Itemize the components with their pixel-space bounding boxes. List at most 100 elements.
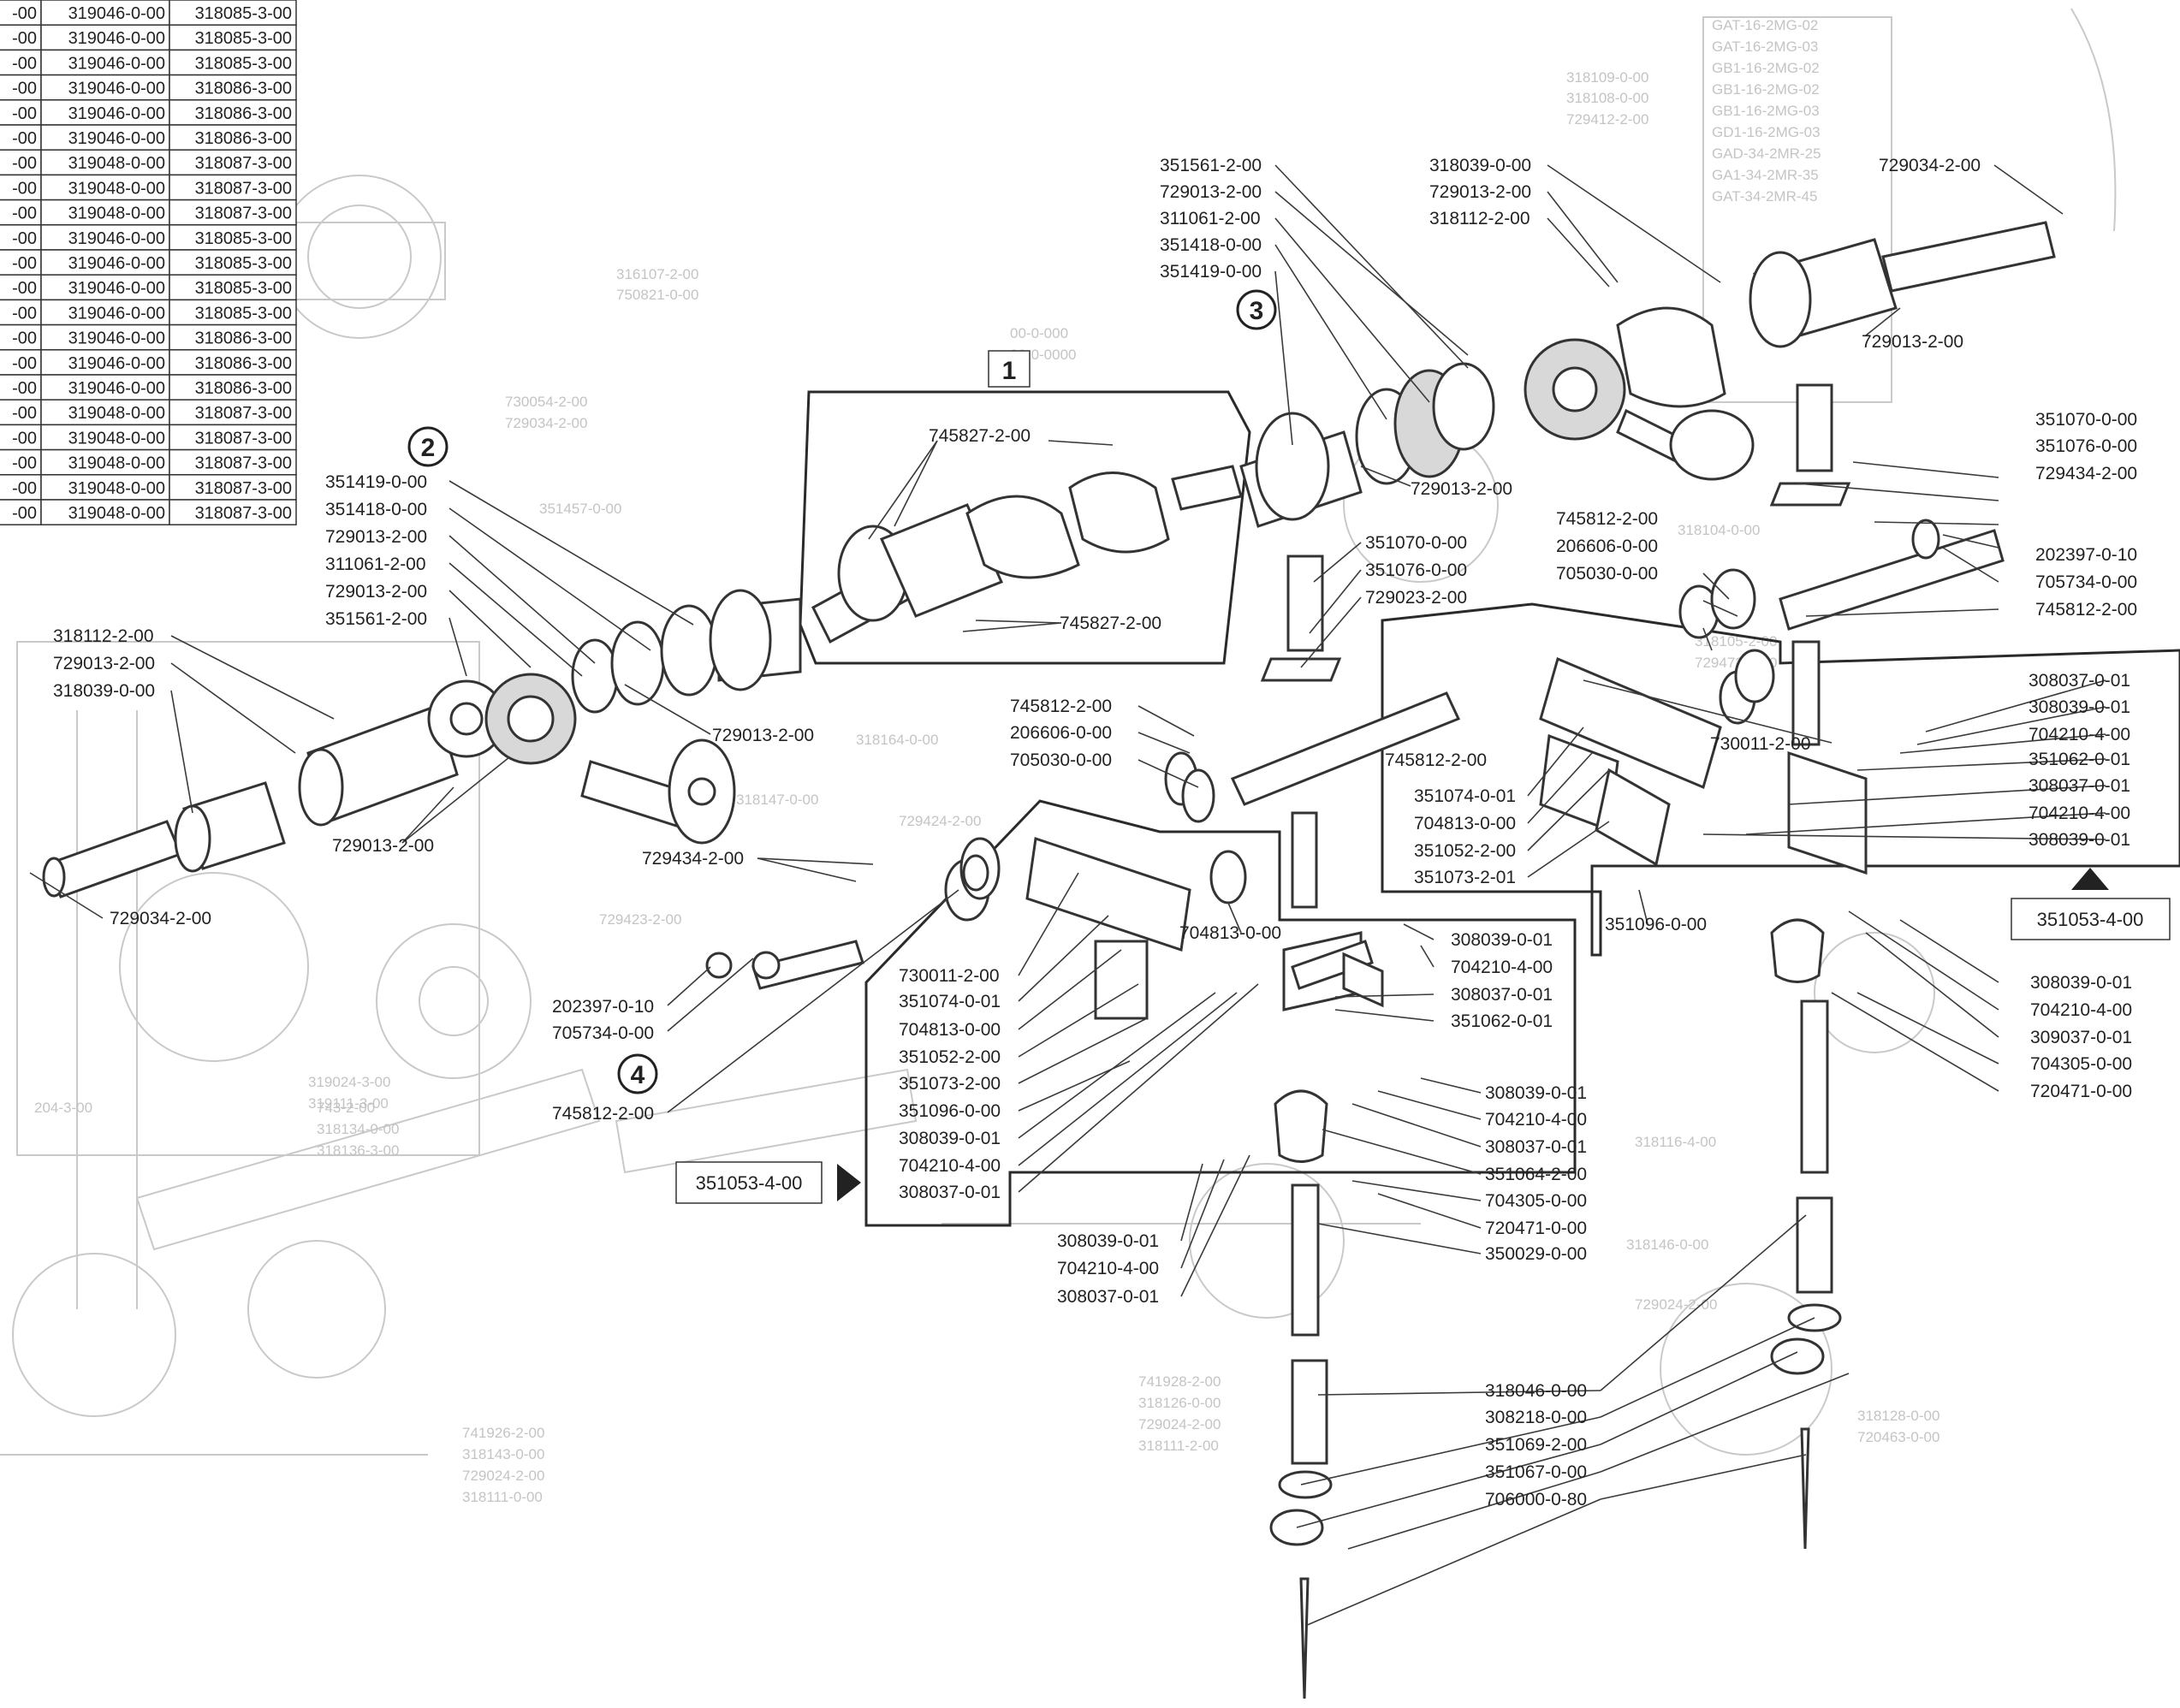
callout: 206606-0-00 xyxy=(1556,537,1658,556)
svg-text:750821-0-00: 750821-0-00 xyxy=(616,287,698,303)
callout: 704210-4-00 xyxy=(2029,804,2130,823)
svg-text:GD1-16-2MG-03: GD1-16-2MG-03 xyxy=(1712,124,1821,140)
callout: 351076-0-00 xyxy=(1365,560,1467,580)
callout: 351076-0-00 xyxy=(2035,436,2137,456)
callout: 704813-0-00 xyxy=(1414,814,1516,833)
table-cell-border xyxy=(0,174,42,201)
table-cell: 319046-0-00 xyxy=(68,4,165,23)
svg-text:318108-0-00: 318108-0-00 xyxy=(1566,90,1648,106)
table-cell: 319046-0-00 xyxy=(68,104,165,123)
callout: 318046-0-00 xyxy=(1485,1381,1587,1401)
table-cell: -00 xyxy=(12,354,37,373)
table-row: -00 319046-0-00 318085-3-00 xyxy=(0,274,297,301)
table-cell-border xyxy=(0,24,42,51)
leader-lines xyxy=(29,164,2106,1627)
svg-text:GB1-16-2MG-03: GB1-16-2MG-03 xyxy=(1712,103,1820,119)
table-cell: 319046-0-00 xyxy=(68,304,165,323)
svg-text:319111-3-00: 319111-3-00 xyxy=(308,1095,389,1112)
svg-text:GA1-34-2MR-35: GA1-34-2MR-35 xyxy=(1712,167,1819,183)
table-cell-border xyxy=(40,499,170,525)
parts xyxy=(42,221,2056,1699)
svg-text:204-3-00: 204-3-00 xyxy=(34,1100,92,1116)
callout: 729013-2-00 xyxy=(53,654,155,673)
callout: 705030-0-00 xyxy=(1556,564,1658,584)
table-cell-border xyxy=(169,499,297,525)
table-cell-border xyxy=(40,299,170,326)
callout: 729013-2-00 xyxy=(1160,182,1262,202)
svg-text:729424-2-00: 729424-2-00 xyxy=(899,813,981,829)
callout: 351561-2-00 xyxy=(1160,156,1262,175)
callout: 745812-2-00 xyxy=(1385,750,1487,770)
svg-text:GB1-16-2MG-02: GB1-16-2MG-02 xyxy=(1712,81,1820,98)
table-cell: 318087-3-00 xyxy=(195,454,292,473)
callout: 704813-0-00 xyxy=(899,1020,1001,1040)
table-cell: -00 xyxy=(12,279,37,298)
callout: 308218-0-00 xyxy=(1485,1408,1587,1427)
callout: 704210-4-00 xyxy=(2030,1000,2132,1020)
table-cell-border xyxy=(169,249,297,276)
table-cell: 318085-3-00 xyxy=(195,279,292,298)
callout: 351096-0-00 xyxy=(1605,915,1707,934)
table-cell-border xyxy=(169,349,297,376)
callout: 704305-0-00 xyxy=(2030,1054,2132,1074)
callout: 309037-0-01 xyxy=(2030,1028,2132,1047)
callout: 318039-0-00 xyxy=(1429,156,1531,175)
table-cell: 319046-0-00 xyxy=(68,279,165,298)
ref-arrow-left-icon xyxy=(837,1164,861,1201)
table-cell: -00 xyxy=(12,205,37,223)
group-4-label: 4 xyxy=(631,1061,645,1089)
callout: 704210-4-00 xyxy=(1485,1110,1587,1130)
table-cell-border xyxy=(169,424,297,451)
table-cell: 318087-3-00 xyxy=(195,205,292,223)
table-cell: 319048-0-00 xyxy=(68,179,165,198)
group-2-marker xyxy=(407,426,448,467)
group-3b-frame xyxy=(1381,602,2180,957)
callout: 308039-0-01 xyxy=(2030,973,2132,993)
callout: 308037-0-01 xyxy=(1057,1287,1159,1307)
callout: 318112-2-00 xyxy=(53,626,154,646)
group-1-label: 1 xyxy=(1002,357,1017,385)
table-cell: 318085-3-00 xyxy=(195,29,292,48)
table-cell-border xyxy=(0,124,42,151)
svg-text:729034-2-00: 729034-2-00 xyxy=(505,415,587,431)
table-cell: 318085-3-00 xyxy=(195,304,292,323)
table-cell-border xyxy=(0,499,42,525)
callout: 705734-0-00 xyxy=(552,1023,654,1043)
svg-text:351457-0-00: 351457-0-00 xyxy=(539,501,621,517)
table-cell: -00 xyxy=(12,479,37,498)
callout: 351062-0-01 xyxy=(1451,1011,1553,1031)
callout: 351064-2-00 xyxy=(1485,1165,1587,1184)
table-cell: -00 xyxy=(12,379,37,398)
svg-text:318136-3-00: 318136-3-00 xyxy=(317,1142,399,1159)
table-cell: -00 xyxy=(12,329,37,348)
table-cell-border xyxy=(40,149,170,176)
table-cell: 318085-3-00 xyxy=(195,229,292,248)
table-cell: 319046-0-00 xyxy=(68,229,165,248)
callout: 705030-0-00 xyxy=(1010,750,1112,770)
svg-text:318104-0-00: 318104-0-00 xyxy=(1678,522,1760,538)
table-cell: -00 xyxy=(12,29,37,48)
callout: 308037-0-01 xyxy=(1451,985,1553,1005)
svg-text:730054-2-00: 730054-2-00 xyxy=(505,394,587,410)
table-cell-border xyxy=(169,374,297,400)
callout: 704210-4-00 xyxy=(1451,958,1553,977)
table-cell-border xyxy=(169,124,297,151)
callout: 351073-2-01 xyxy=(1414,868,1516,887)
table-cell: -00 xyxy=(12,129,37,148)
table-cell: 319048-0-00 xyxy=(68,479,165,498)
callout: 351419-0-00 xyxy=(1160,262,1262,282)
group-3-label: 3 xyxy=(1250,297,1264,325)
callout: 350029-0-00 xyxy=(1485,1244,1587,1264)
callout: 720471-0-00 xyxy=(1485,1219,1587,1238)
callout: 704210-4-00 xyxy=(1057,1259,1159,1278)
